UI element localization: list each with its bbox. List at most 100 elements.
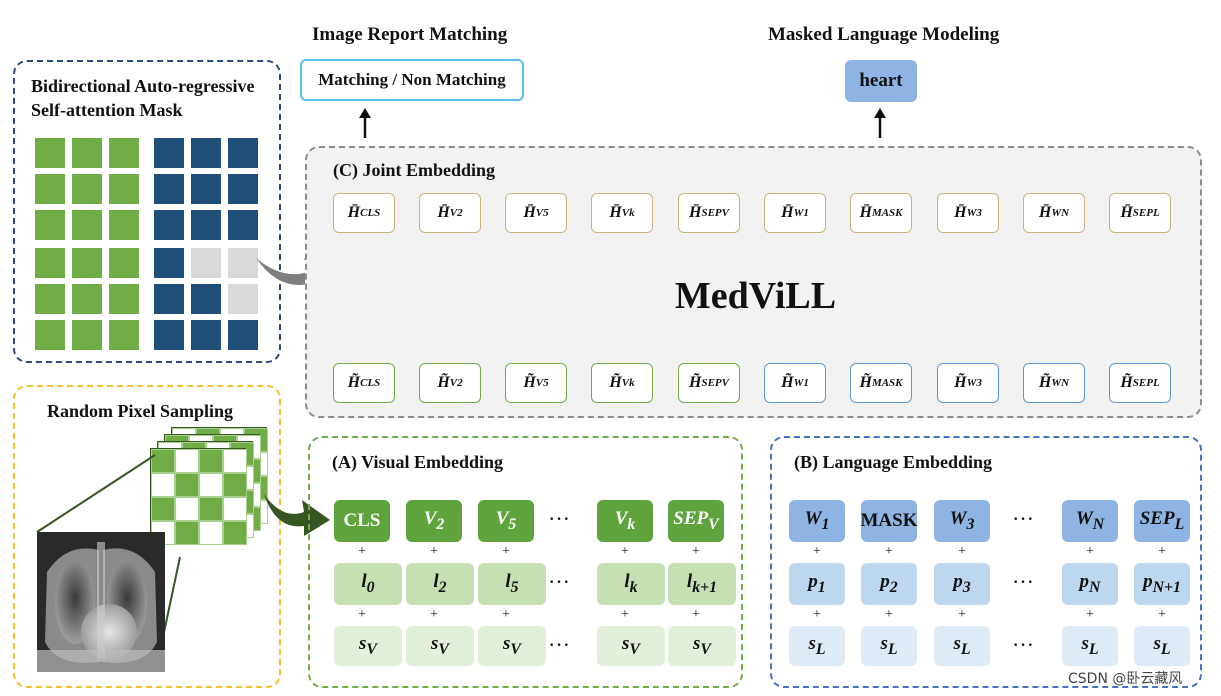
vis-segment-embedding: sV: [406, 626, 474, 666]
mask-cell: [154, 248, 184, 278]
vis-plus-sign: +: [358, 607, 366, 622]
mask-cell: [191, 320, 221, 350]
joint-bottom-token: H̃CLS: [333, 363, 395, 403]
vis-segment-embedding: sV: [478, 626, 546, 666]
joint-top-token: H̄CLS: [333, 193, 395, 233]
vis-ellipsis: ···: [548, 506, 570, 531]
watermark-text: CSDN @卧云藏风: [1068, 671, 1183, 687]
mask-cell: [109, 210, 139, 240]
mask-cell: [72, 138, 102, 168]
lan-plus-sign: +: [958, 607, 966, 622]
lan-token: WN: [1062, 500, 1118, 542]
visual-embedding-panel: (A) Visual Embedding CLS+V2+V5+Vk+SEPV+·…: [308, 436, 743, 688]
lan-token: W3: [934, 500, 990, 542]
mask-cell: [191, 284, 221, 314]
mlm-output-box: heart: [845, 60, 917, 102]
vis-segment-embedding: sV: [597, 626, 665, 666]
vis-plus-sign: +: [621, 544, 629, 559]
vis-position-embedding: l2: [406, 563, 474, 605]
lan-plus-sign: +: [885, 607, 893, 622]
lan-position-embedding: p2: [861, 563, 917, 605]
mask-title-line2: Self-attention Mask: [31, 100, 183, 120]
joint-top-token: H̄W1: [764, 193, 826, 233]
joint-top-token: H̄Vk: [591, 193, 653, 233]
vis-plus-sign: +: [430, 607, 438, 622]
joint-top-token: H̄SEPV: [678, 193, 740, 233]
lan-plus-sign: +: [1086, 607, 1094, 622]
mask-cell: [35, 248, 65, 278]
mask-cell: [35, 174, 65, 204]
mask-cell: [154, 174, 184, 204]
mask-cell: [72, 284, 102, 314]
joint-bottom-token: H̃SEPV: [678, 363, 740, 403]
lan-ellipsis: ···: [1012, 506, 1034, 531]
lan-plus-sign: +: [1086, 544, 1094, 559]
lan-position-embedding: pN: [1062, 563, 1118, 605]
mask-cell: [228, 174, 258, 204]
vis-position-embedding: lk+1: [668, 563, 736, 605]
vis-token: SEPV: [668, 500, 724, 542]
mask-cell: [191, 248, 221, 278]
patch-connector-lines: [36, 454, 181, 638]
mask-cell: [154, 210, 184, 240]
mask-title-line1: Bidirectional Auto-regressive: [31, 76, 255, 96]
vis-token: V2: [406, 500, 462, 542]
lan-ellipsis: ···: [1012, 569, 1034, 594]
rps-title: Random Pixel Sampling: [47, 401, 234, 421]
mask-cell: [72, 210, 102, 240]
vis-ellipsis: ···: [548, 632, 570, 657]
lan-segment-embedding: sL: [1062, 626, 1118, 666]
joint-title: (C) Joint Embedding: [333, 160, 496, 180]
mask-cell: [109, 138, 139, 168]
mask-cell: [154, 320, 184, 350]
mask-cell: [109, 320, 139, 350]
mask-cell: [228, 210, 258, 240]
mask-cell: [109, 284, 139, 314]
mask-cell: [35, 210, 65, 240]
random-pixel-sampling-panel: Random Pixel Sampling: [13, 385, 281, 688]
mask-cell: [191, 138, 221, 168]
lan-segment-embedding: sL: [934, 626, 990, 666]
lan-position-embedding: p3: [934, 563, 990, 605]
vis-plus-sign: +: [692, 544, 700, 559]
visual-title: (A) Visual Embedding: [332, 452, 504, 472]
mlm-title: Masked Language Modeling: [768, 24, 1000, 45]
mask-cell: [72, 248, 102, 278]
vis-segment-embedding: sV: [334, 626, 402, 666]
joint-top-token: H̄W3: [937, 193, 999, 233]
joint-top-token: H̄V2: [419, 193, 481, 233]
mask-cell: [35, 284, 65, 314]
pixel-patch-stack: [150, 427, 270, 557]
lan-plus-sign: +: [1158, 607, 1166, 622]
vis-position-embedding: l5: [478, 563, 546, 605]
vis-plus-sign: +: [692, 607, 700, 622]
mask-cell: [154, 284, 184, 314]
joint-bottom-token: H̃WN: [1023, 363, 1085, 403]
joint-top-token: H̄WN: [1023, 193, 1085, 233]
mask-cell: [35, 138, 65, 168]
joint-bottom-token: H̃SEPL: [1109, 363, 1171, 403]
joint-bottom-token: H̃MASK: [850, 363, 912, 403]
mask-cell: [228, 138, 258, 168]
lan-segment-embedding: sL: [789, 626, 845, 666]
mask-cell: [72, 320, 102, 350]
vis-plus-sign: +: [430, 544, 438, 559]
mask-cell: [228, 320, 258, 350]
mask-cell: [154, 138, 184, 168]
vis-token: CLS: [334, 500, 390, 542]
lan-plus-sign: +: [1158, 544, 1166, 559]
mlm-up-arrow: [874, 108, 886, 138]
chest-xray-image: [37, 532, 165, 672]
vis-segment-embedding: sV: [668, 626, 736, 666]
vis-plus-sign: +: [502, 544, 510, 559]
mask-cell: [228, 284, 258, 314]
pixel-patch: [150, 448, 247, 545]
vis-plus-sign: +: [358, 544, 366, 559]
vis-plus-sign: +: [502, 607, 510, 622]
model-name: MedViLL: [674, 275, 837, 317]
joint-bottom-token: H̃V5: [505, 363, 567, 403]
lan-token: W1: [789, 500, 845, 542]
joint-bottom-token: H̃V2: [419, 363, 481, 403]
